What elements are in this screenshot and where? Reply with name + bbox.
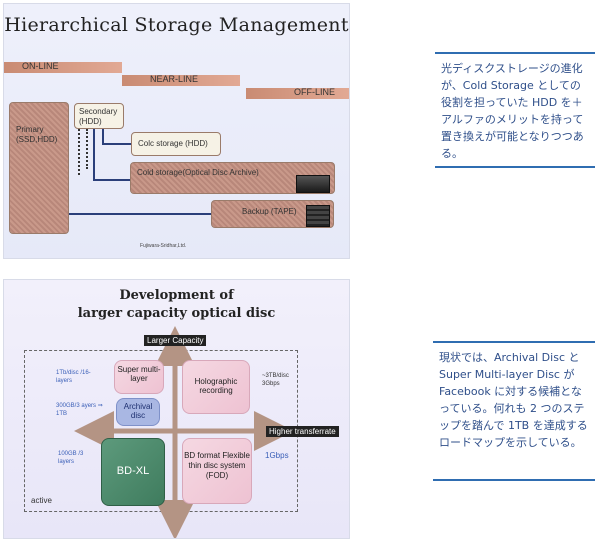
offline-band: OFF-LINE [246, 87, 349, 99]
tier-secondary-label: Secondary (HDD) [79, 107, 118, 126]
description-text-2: 現状では、Archival Disc と Super Multi-layer D… [439, 351, 588, 449]
nearline-band: NEAR-LINE [122, 74, 240, 86]
active-label: active [31, 496, 52, 505]
box-archival: Archival disc [116, 398, 160, 426]
dotted-link-2 [86, 129, 88, 169]
label-300gb: 300GB/3 ayers ⇒ 1TB [56, 403, 103, 417]
axis-label-capacity: Larger Capacity [144, 335, 207, 346]
tier-secondary: Secondary (HDD) [74, 103, 124, 129]
super-multilayer-label: Super multi-layer [117, 365, 161, 383]
tier-backup: Backup (TAPE) [211, 200, 334, 228]
slide-credit: Fujiwara-Sridhar,Ltd. [140, 243, 187, 249]
description-box-1: 光ディスクストレージの進化が、Cold Storage としての役割を担っていた… [435, 52, 595, 168]
axis-label-transferrate: Higher transferrate [266, 426, 339, 437]
tier-backup-label: Backup (TAPE) [242, 207, 297, 216]
label-1tb-16layers: 1Tb/disc /16-layers [56, 370, 91, 384]
tier-primary-label: Primary (SSD,HDD) [16, 125, 58, 144]
tier-primary: Primary (SSD,HDD) [9, 102, 69, 234]
tier-cold-optical: Cold storage(Optical Disc Archive) [130, 162, 335, 194]
connector-to-coldopt [93, 179, 131, 181]
label-3tb: ~3TB/disc 3Gbps [262, 373, 289, 387]
slide2-title-line2: larger capacity optical disc [77, 306, 276, 321]
tier-cold-hdd-label: Colc storage (HDD) [138, 139, 208, 148]
box-bdxl: BD-XL [101, 438, 165, 506]
hsm-slide: Hierarchical Storage Management ON-LINE … [3, 3, 350, 259]
axes-arrows [74, 326, 294, 538]
optical-disc-slide: Development of larger capacity optical d… [3, 279, 350, 539]
fod-label: BD format Flexible thin disc system (FOD… [184, 451, 250, 480]
nearline-label: NEAR-LINE [150, 74, 199, 84]
archival-label: Archival disc [123, 402, 153, 420]
label-100gb: 100GB /3 layers [58, 451, 84, 465]
dotted-link-1 [78, 129, 80, 175]
slide-title: Hierarchical Storage Management [4, 14, 349, 36]
connector-coldhdd-vertical [102, 129, 104, 145]
connector-to-coldhdd [102, 143, 131, 145]
bdxl-label: BD-XL [116, 465, 150, 477]
label-1gbps: 1Gbps [265, 451, 289, 460]
tape-library-icon [306, 205, 330, 227]
tier-cold-optical-label: Cold storage(Optical Disc Archive) [137, 168, 259, 177]
description-text-1: 光ディスクストレージの進化が、Cold Storage としての役割を担っていた… [441, 62, 584, 160]
online-band: ON-LINE [4, 61, 122, 73]
offline-label: OFF-LINE [294, 87, 336, 97]
online-label: ON-LINE [22, 61, 59, 71]
holographic-label: Holographic recording [194, 377, 238, 395]
connector-primary-backup [69, 213, 211, 215]
box-fod: BD format Flexible thin disc system (FOD… [182, 438, 252, 504]
disc-archive-device-icon [296, 175, 330, 193]
connector-vertical [93, 129, 95, 181]
description-box-2: 現状では、Archival Disc と Super Multi-layer D… [433, 341, 595, 481]
box-holographic: Holographic recording [182, 360, 250, 414]
box-super-multilayer: Super multi-layer [114, 360, 164, 394]
slide2-title-line1: Development of [119, 288, 234, 303]
tier-cold-hdd: Colc storage (HDD) [131, 132, 221, 156]
